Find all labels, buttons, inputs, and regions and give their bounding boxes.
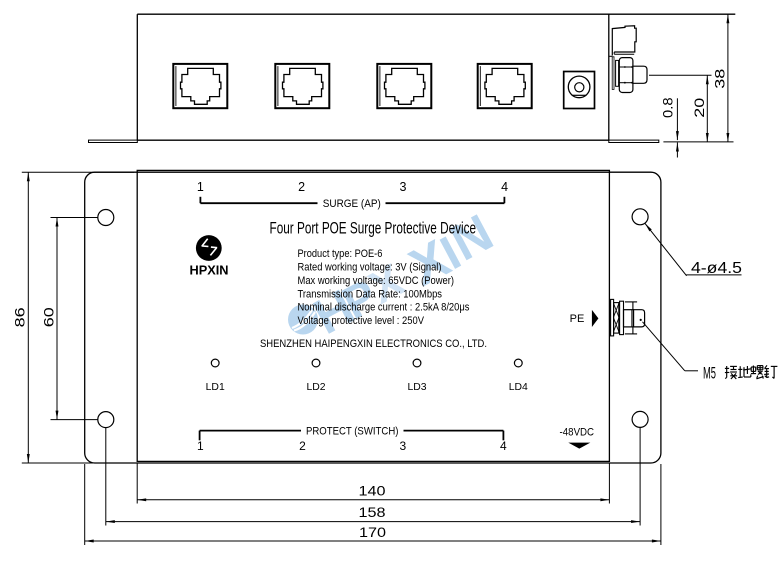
- svg-text:170: 170: [359, 525, 386, 541]
- svg-text:-48VDC: -48VDC: [560, 426, 595, 438]
- svg-text:1: 1: [197, 439, 204, 453]
- svg-text:4: 4: [501, 180, 508, 194]
- svg-text:4: 4: [500, 439, 507, 453]
- svg-text:PE: PE: [570, 313, 585, 325]
- svg-text:Max working voltage: 65VDC (Po: Max working voltage: 65VDC (Power): [298, 275, 455, 287]
- svg-text:20: 20: [692, 98, 708, 118]
- svg-text:HPXIN: HPXIN: [190, 264, 229, 278]
- svg-text:LD2: LD2: [306, 382, 325, 393]
- svg-text:SHENZHEN HAIPENGXIN ELECTRONIC: SHENZHEN HAIPENGXIN ELECTRONICS CO., LTD…: [260, 338, 487, 350]
- svg-text:1: 1: [197, 180, 204, 194]
- svg-text:Nominal discharge current : 2.: Nominal discharge current : 2.5kA 8/20μs: [298, 302, 470, 314]
- svg-text:3: 3: [399, 439, 406, 453]
- svg-text:LD4: LD4: [509, 382, 528, 393]
- svg-text:60: 60: [42, 307, 58, 327]
- svg-text:Four Port POE Surge Protective: Four Port POE Surge Protective Device: [270, 220, 477, 238]
- svg-text:M5: M5: [703, 364, 716, 383]
- svg-text:Transmission Data Rate: 100Mbp: Transmission Data Rate: 100Mbps: [298, 288, 443, 300]
- svg-text:2: 2: [299, 439, 306, 453]
- svg-text:LD3: LD3: [407, 382, 426, 393]
- svg-text:38: 38: [713, 69, 729, 89]
- svg-text:Product type: POE-6: Product type: POE-6: [298, 248, 383, 260]
- svg-text:0.8: 0.8: [660, 97, 676, 118]
- svg-text:SURGE (AP): SURGE (AP): [323, 198, 381, 210]
- svg-text:2: 2: [298, 180, 305, 194]
- svg-text:Rated working voltage: 3V (Sig: Rated working voltage: 3V (Signal): [298, 262, 442, 274]
- svg-text:86: 86: [13, 307, 29, 327]
- svg-text:3: 3: [400, 180, 407, 194]
- svg-text:Voltage protective level : 250: Voltage protective level : 250V: [298, 315, 425, 327]
- svg-text:LD1: LD1: [206, 382, 225, 393]
- svg-text:140: 140: [359, 483, 386, 499]
- svg-text:4-ø4.5: 4-ø4.5: [691, 260, 742, 277]
- svg-text:PROTECT (SWITCH): PROTECT (SWITCH): [306, 425, 399, 437]
- svg-text:158: 158: [359, 505, 386, 521]
